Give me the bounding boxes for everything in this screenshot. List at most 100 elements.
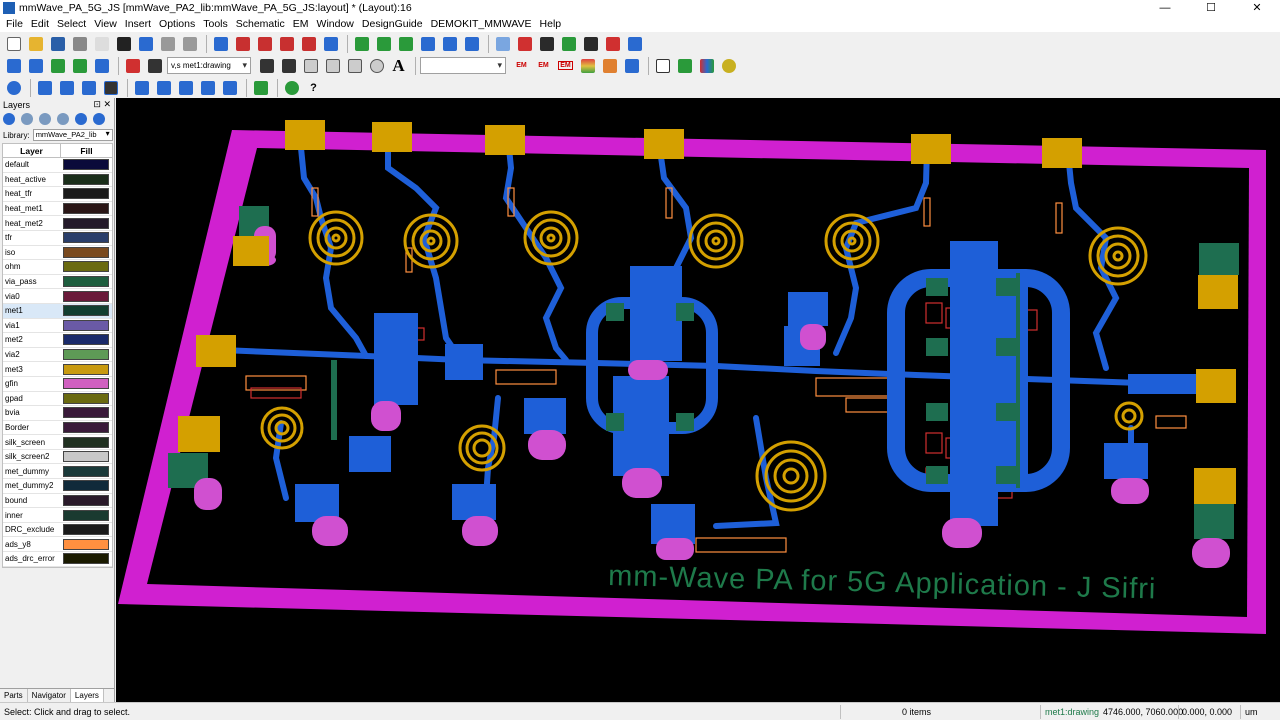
- layer-row[interactable]: silk_screen: [3, 435, 112, 450]
- layer-order-icon[interactable]: [93, 113, 105, 125]
- layer-row[interactable]: tfr: [3, 231, 112, 246]
- layer-fill-swatch[interactable]: [63, 232, 109, 244]
- layer-fill-swatch[interactable]: [63, 509, 109, 521]
- layout-canvas[interactable]: mm-Wave PA for 5G Application - J Sifri: [116, 98, 1280, 702]
- delete-icon[interactable]: [114, 34, 133, 53]
- 3d-solid-icon[interactable]: [675, 56, 694, 75]
- layer-fill-swatch[interactable]: [63, 407, 109, 419]
- align-right-icon[interactable]: [396, 34, 415, 53]
- instance-icon[interactable]: [101, 78, 120, 97]
- polygon-icon[interactable]: [301, 56, 320, 75]
- layer-row[interactable]: heat_met2: [3, 216, 112, 231]
- ports-icon[interactable]: [600, 56, 619, 75]
- property-selector[interactable]: [420, 57, 506, 74]
- layer-row[interactable]: met3: [3, 362, 112, 377]
- layout-drawing[interactable]: mm-Wave PA for 5G Application - J Sifri: [116, 98, 1280, 702]
- push-into-icon[interactable]: [57, 78, 76, 97]
- layer-row[interactable]: met_dummy2: [3, 479, 112, 494]
- rotate-icon[interactable]: [418, 34, 437, 53]
- globe-icon[interactable]: [282, 78, 301, 97]
- menu-help[interactable]: Help: [539, 18, 562, 30]
- layer-row[interactable]: bound: [3, 494, 112, 509]
- layer-fill-swatch[interactable]: [63, 246, 109, 258]
- zoom-area-icon[interactable]: [233, 34, 252, 53]
- layer-fill-swatch[interactable]: [63, 276, 109, 288]
- layer-fill-swatch[interactable]: [63, 159, 109, 171]
- port-icon[interactable]: [123, 56, 142, 75]
- menu-schematic[interactable]: Schematic: [235, 18, 285, 30]
- layer-row[interactable]: via_pass: [3, 275, 112, 290]
- layer-row[interactable]: met_dummy: [3, 464, 112, 480]
- snap-mid-icon[interactable]: [559, 34, 578, 53]
- layer-row[interactable]: via2: [3, 348, 112, 363]
- circle-icon[interactable]: [367, 56, 386, 75]
- layer-row[interactable]: silk_screen2: [3, 450, 112, 465]
- tune-icon[interactable]: [70, 56, 89, 75]
- layer-fill-swatch[interactable]: [63, 538, 109, 550]
- pop-out-icon[interactable]: [79, 78, 98, 97]
- minimize-button[interactable]: —: [1159, 2, 1171, 14]
- space-icon[interactable]: [198, 78, 217, 97]
- stack-icon[interactable]: [220, 78, 239, 97]
- layer-row[interactable]: inner: [3, 508, 112, 523]
- visibility-all-icon[interactable]: [39, 113, 51, 125]
- layer-fill-swatch[interactable]: [63, 319, 109, 331]
- select-pointer-icon[interactable]: [92, 34, 111, 53]
- ground-icon[interactable]: [145, 56, 164, 75]
- menu-demokit-mmwave[interactable]: DEMOKIT_MMWAVE: [430, 18, 532, 30]
- layer-row[interactable]: bvia: [3, 406, 112, 421]
- layer-row[interactable]: Border: [3, 421, 112, 436]
- layer-fill-swatch[interactable]: [63, 203, 109, 215]
- zoom-out-icon[interactable]: [277, 34, 296, 53]
- hierarchy-icon[interactable]: [35, 78, 54, 97]
- layer-fill-swatch[interactable]: [63, 173, 109, 185]
- 3d-view-icon[interactable]: [697, 56, 716, 75]
- save-icon[interactable]: [48, 34, 67, 53]
- refresh-icon[interactable]: [180, 34, 199, 53]
- layer-row[interactable]: DRC_exclude: [3, 523, 112, 538]
- zoom-in-icon[interactable]: [255, 34, 274, 53]
- layer-fill-swatch[interactable]: [63, 378, 109, 390]
- em-simulate-icon[interactable]: EM: [534, 56, 553, 75]
- flip-icon[interactable]: [462, 34, 481, 53]
- layer-selector[interactable]: v,s met1:drawing: [167, 57, 251, 74]
- select-layer-icon[interactable]: [57, 113, 69, 125]
- layer-row[interactable]: heat_active: [3, 173, 112, 188]
- layer-fill-swatch[interactable]: [63, 524, 109, 536]
- menu-view[interactable]: View: [94, 18, 117, 30]
- layer-fill-swatch[interactable]: [63, 261, 109, 273]
- route-icon[interactable]: [4, 56, 23, 75]
- substrate-icon[interactable]: [578, 56, 597, 75]
- tab-layers[interactable]: Layers: [70, 689, 104, 702]
- library-selector[interactable]: mmWave_PA2_lib: [32, 129, 113, 141]
- print-icon[interactable]: [70, 34, 89, 53]
- layer-fill-swatch[interactable]: [63, 553, 109, 565]
- menu-em[interactable]: EM: [292, 18, 309, 30]
- menu-insert[interactable]: Insert: [124, 18, 152, 30]
- layer-fill-swatch[interactable]: [63, 349, 109, 361]
- layer-row[interactable]: met2: [3, 333, 112, 348]
- snap-center-icon[interactable]: [603, 34, 622, 53]
- pan-icon[interactable]: [321, 34, 340, 53]
- simulate-icon[interactable]: [48, 56, 67, 75]
- snap-icon[interactable]: [493, 34, 512, 53]
- layer-fill-swatch[interactable]: [63, 465, 109, 477]
- menu-options[interactable]: Options: [159, 18, 196, 30]
- layer-fill-swatch[interactable]: [63, 451, 109, 463]
- maximize-button[interactable]: ☐: [1206, 2, 1216, 14]
- distribute-h-icon[interactable]: [154, 78, 173, 97]
- settings-icon[interactable]: [3, 113, 15, 125]
- 3d-box-icon[interactable]: [653, 56, 672, 75]
- layer-fill-swatch[interactable]: [63, 494, 109, 506]
- zoom-fit-icon[interactable]: [299, 34, 318, 53]
- mesh-icon[interactable]: [622, 56, 641, 75]
- bug-icon[interactable]: [719, 56, 738, 75]
- close-button[interactable]: ✕: [1252, 2, 1262, 14]
- layer-fill-swatch[interactable]: [63, 436, 109, 448]
- open-icon[interactable]: [26, 34, 45, 53]
- layer-column-header[interactable]: Layer: [3, 144, 61, 157]
- menu-edit[interactable]: Edit: [30, 18, 50, 30]
- layer-fill-swatch[interactable]: [63, 334, 109, 346]
- panel-pin-close-icon[interactable]: ⊡ ✕: [93, 99, 111, 109]
- layer-row[interactable]: gpad: [3, 392, 112, 407]
